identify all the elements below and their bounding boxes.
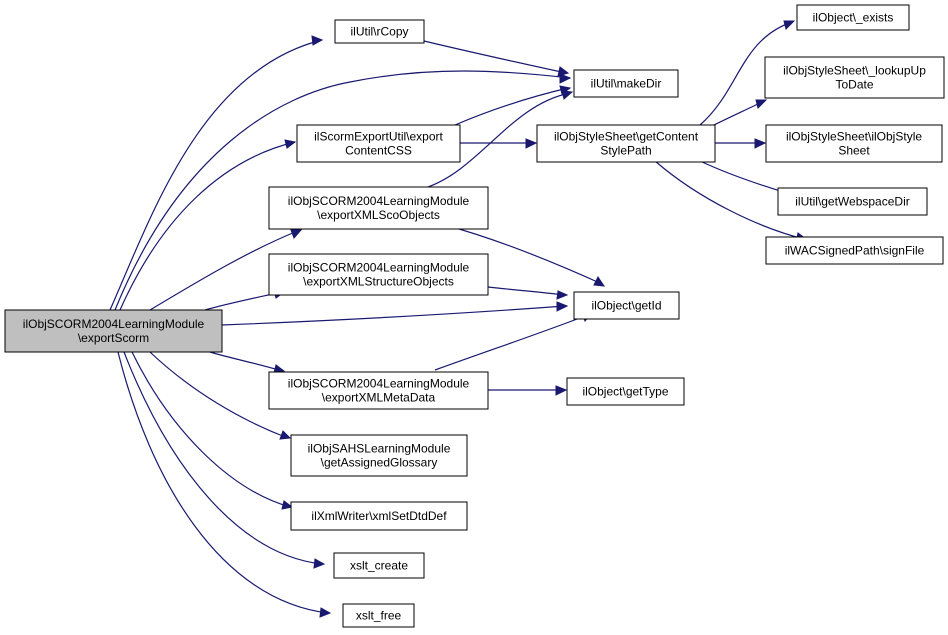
node-gettype[interactable]: ilObject\getType [566,377,685,406]
node-box [334,19,425,44]
edge-struct-getid [487,286,569,300]
node-label: ilObjSCORM2004LearningModule [23,317,205,331]
edge-rcopy-makedir [423,40,570,77]
node-label: ilUtil\rCopy [350,25,408,39]
nodes: ilObjSCORM2004LearningModule\exportScorm… [4,4,945,628]
node-label: ilUtil\makeDir [591,77,662,91]
edge-exportcss-getcsp [460,138,538,149]
node-exists[interactable]: ilObject\_exists [796,4,910,31]
node-box [290,501,468,531]
node-label: ilObjSAHSLearningModule [308,442,451,456]
edge-getcsp-exists [699,20,796,126]
node-box [764,56,945,99]
node-label: ilObjStyleSheet\ilObjStyle [786,130,922,144]
edge-meta-getid [434,312,594,371]
node-box [573,69,679,98]
edge-root-exportcss [119,139,297,311]
node-box [268,186,489,230]
node-box [765,236,944,265]
node-label: StylePath [600,144,651,158]
node-box [333,552,425,579]
node-dtd[interactable]: ilXmlWriter\xmlSetDtdDef [290,501,468,531]
node-label: ilObject\getType [582,385,668,399]
node-label: ilObjSCORM2004LearningModule [288,261,470,275]
node-label: ilScormExportUtil\export [314,130,443,144]
edge-getcsp-ctor [715,138,767,149]
node-rcopy[interactable]: ilUtil\rCopy [334,19,425,44]
node-label: ilWACSignedPath\signFile [785,244,925,258]
node-label: \exportXMLStructureObjects [303,275,454,289]
edge-root-xfree [117,351,332,618]
node-label: ilObjSCORM2004LearningModule [288,194,470,208]
node-box [4,309,223,353]
node-box [342,603,415,628]
node-label: ToDate [835,78,873,92]
node-webspace[interactable]: ilUtil\getWebspaceDir [777,187,928,216]
node-glossary[interactable]: ilObjSAHSLearningModule\getAssignedGloss… [290,434,468,477]
node-box [290,434,468,477]
edge-root-glossary [149,351,292,440]
node-label: \exportXMLScoObjects [317,208,440,222]
node-xfree[interactable]: xslt_free [342,603,415,628]
node-box [268,371,489,410]
edge-root-sco [149,229,303,311]
node-signfile[interactable]: ilWACSignedPath\signFile [765,236,944,265]
edge-meta-gettype [488,385,568,396]
node-box [573,291,680,320]
edge-root-xcreate [123,351,326,569]
node-box [765,124,943,163]
node-label: \exportScorm [78,331,149,345]
node-label: ilObjStyleSheet\_lookupUp [783,64,926,78]
node-label: ilXmlWriter\xmlSetDtdDef [311,509,447,523]
edge-root-dtd [131,351,294,510]
node-box [777,187,928,216]
node-label: ilUtil\getWebspaceDir [795,195,910,209]
node-box [796,4,910,31]
node-box [296,124,461,163]
node-label: Sheet [838,144,870,158]
node-label: ilObjSCORM2004LearningModule [288,377,470,391]
node-sco[interactable]: ilObjSCORM2004LearningModule\exportXMLSc… [268,186,489,230]
node-makedir[interactable]: ilUtil\makeDir [573,69,679,98]
node-label: ilObject\getId [591,299,661,313]
node-getid[interactable]: ilObject\getId [573,291,680,320]
node-label: ilObjStyleSheet\getContent [554,130,699,144]
node-label: xslt_create [350,559,408,573]
edge-sco-makedir [424,90,574,189]
node-box [268,253,489,296]
node-box [566,377,685,406]
edge-root-getid [221,301,569,326]
node-struct[interactable]: ilObjSCORM2004LearningModule\exportXMLSt… [268,253,489,296]
node-root[interactable]: ilObjSCORM2004LearningModule\exportScorm [4,309,223,353]
node-label: xslt_free [356,609,402,623]
edge-exportcss-makedir [454,85,572,126]
node-label: ContentCSS [345,144,412,158]
node-meta[interactable]: ilObjSCORM2004LearningModule\exportXMLMe… [268,371,489,410]
edge-sco-getid [444,224,606,287]
edge-root-rcopy [109,35,324,311]
node-xcreate[interactable]: xslt_create [333,552,425,579]
node-label: ilObject\_exists [813,11,894,25]
node-label: \exportXMLMetaData [322,391,436,405]
node-label: \getAssignedGlossary [321,456,438,470]
edge-root-makedir [114,70,572,311]
edge-root-meta [209,351,286,374]
node-ctor[interactable]: ilObjStyleSheet\ilObjStyleSheet [765,124,943,163]
node-box [536,124,716,163]
